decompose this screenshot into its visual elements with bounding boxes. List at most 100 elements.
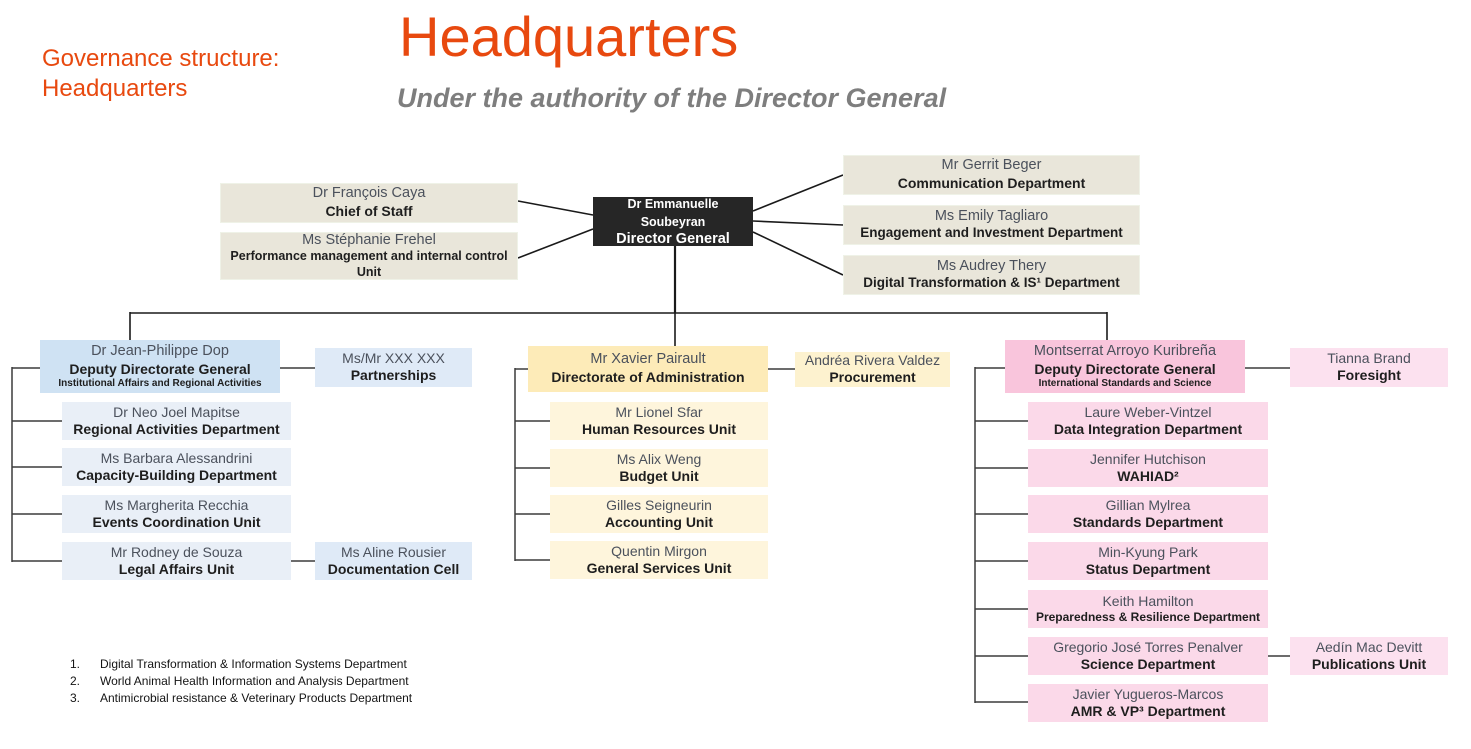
- person-role: Legal Affairs Unit: [118, 560, 235, 577]
- org-box-amr-vp: Javier Yugueros-Marcos AMR & VP³ Departm…: [1028, 684, 1268, 722]
- person-role: Documentation Cell: [327, 560, 460, 577]
- person-role: Regional Activities Department: [73, 420, 280, 437]
- org-box-regional-activities: Dr Neo Joel Mapitse Regional Activities …: [62, 402, 291, 440]
- footnote-number: 3.: [70, 691, 81, 705]
- person-role: Events Coordination Unit: [92, 513, 261, 530]
- person-name: Ms/Mr XXX XXX: [342, 350, 445, 367]
- org-box-science: Gregorio José Torres Penalver Science De…: [1028, 637, 1268, 675]
- page-eyebrow-line2: Headquarters: [42, 75, 188, 102]
- person-role: Accounting Unit: [604, 513, 714, 530]
- footnote-text: World Animal Health Information and Anal…: [100, 674, 409, 688]
- org-box-events-coordination: Ms Margherita Recchia Events Coordinatio…: [62, 495, 291, 533]
- org-box-ddg-institutional: Dr Jean-Philippe Dop Deputy Directorate …: [40, 340, 280, 393]
- org-box-legal-affairs: Mr Rodney de Souza Legal Affairs Unit: [62, 542, 291, 580]
- org-box-director-general: Dr Emmanuelle Soubeyran Director General: [593, 196, 753, 247]
- org-box-capacity-building: Ms Barbara Alessandrini Capacity-Buildin…: [62, 448, 291, 486]
- footnotes-list: 1. Digital Transformation & Information …: [70, 656, 412, 707]
- org-box-standards: Gillian Mylrea Standards Department: [1028, 495, 1268, 533]
- person-role: Status Department: [1085, 560, 1211, 577]
- person-name: Ms Barbara Alessandrini: [100, 449, 253, 466]
- org-box-documentation-cell: Ms Aline Rousier Documentation Cell: [315, 542, 472, 580]
- person-role: Performance management and internal cont…: [230, 249, 508, 279]
- person-role: Engagement and Investment Department: [860, 225, 1123, 241]
- person-name: Tianna Brand: [1327, 350, 1411, 367]
- org-box-general-services: Quentin Mirgon General Services Unit: [550, 541, 768, 579]
- footnote-text: Antimicrobial resistance & Veterinary Pr…: [100, 691, 413, 705]
- org-box-procurement: Andréa Rivera Valdez Procurement: [795, 352, 950, 387]
- person-role: Preparedness & Resilience Department: [1035, 610, 1261, 625]
- person-role: Publications Unit: [1311, 655, 1427, 672]
- person-role: Deputy Directorate General: [1034, 360, 1216, 377]
- person-name: Quentin Mirgon: [611, 542, 707, 559]
- person-name: Dr Emmanuelle Soubeyran: [627, 196, 719, 229]
- org-box-partnerships: Ms/Mr XXX XXX Partnerships: [315, 348, 472, 387]
- page-eyebrow: Governance structure: Headquarters: [42, 44, 279, 104]
- person-role: Budget Unit: [619, 467, 699, 484]
- person-name: Montserrat Arroyo Kuribreña: [1033, 343, 1217, 360]
- org-box-budget: Ms Alix Weng Budget Unit: [550, 449, 768, 487]
- footnote-number: 2.: [70, 674, 81, 688]
- person-role: Standards Department: [1072, 513, 1224, 530]
- person-name: Andréa Rivera Valdez: [804, 352, 941, 369]
- org-box-status: Min-Kyung Park Status Department: [1028, 542, 1268, 580]
- org-box-foresight: Tianna Brand Foresight: [1290, 348, 1448, 387]
- person-role: Capacity-Building Department: [76, 466, 277, 483]
- person-role: Chief of Staff: [325, 203, 413, 220]
- person-role: Digital Transformation & IS¹ Department: [863, 275, 1120, 291]
- page-subtitle: Under the authority of the Director Gene…: [397, 83, 947, 113]
- page-title: Headquarters: [399, 5, 739, 68]
- person-role: AMR & VP³ Department: [1070, 702, 1226, 719]
- person-name: Keith Hamilton: [1102, 592, 1194, 609]
- person-name: Javier Yugueros-Marcos: [1072, 685, 1224, 702]
- person-name: Dr Neo Joel Mapitse: [113, 403, 240, 420]
- person-role: WAHIAD²: [1117, 467, 1179, 484]
- person-role: Partnerships: [350, 367, 437, 384]
- person-name: Ms Emily Tagliaro: [934, 207, 1049, 224]
- footnote-item: 1. Digital Transformation & Information …: [70, 656, 412, 673]
- person-role: Data Integration Department: [1053, 420, 1243, 437]
- person-name: Ms Audrey Thery: [936, 257, 1047, 274]
- org-box-communication-dept: Mr Gerrit Beger Communication Department: [843, 155, 1140, 195]
- footnote-item: 3. Antimicrobial resistance & Veterinary…: [70, 690, 412, 707]
- footnote-number: 1.: [70, 657, 81, 671]
- person-name: Dr François Caya: [312, 185, 426, 202]
- org-box-performance-unit: Ms Stéphanie Frehel Performance manageme…: [220, 232, 518, 280]
- org-box-chief-of-staff: Dr François Caya Chief of Staff: [220, 183, 518, 223]
- person-name: Gregorio José Torres Penalver: [1053, 638, 1243, 655]
- org-box-ddg-standards: Montserrat Arroyo Kuribreña Deputy Direc…: [1005, 340, 1245, 393]
- page-eyebrow-line1: Governance structure:: [42, 45, 280, 72]
- person-role: Human Resources Unit: [581, 420, 737, 437]
- person-name: Ms Aline Rousier: [340, 543, 447, 560]
- footnote-item: 2. World Animal Health Information and A…: [70, 673, 412, 690]
- person-role: Deputy Directorate General: [69, 360, 251, 377]
- person-role: Procurement: [829, 369, 916, 386]
- person-name: Ms Stéphanie Frehel: [302, 231, 436, 248]
- person-name: Gillian Mylrea: [1105, 496, 1191, 513]
- person-role: Directorate of Administration: [551, 369, 745, 386]
- person-name: Mr Xavier Pairault: [590, 351, 706, 368]
- person-role: Communication Department: [897, 175, 1086, 192]
- org-box-engagement-dept: Ms Emily Tagliaro Engagement and Investm…: [843, 205, 1140, 245]
- person-role: Science Department: [1080, 655, 1216, 672]
- org-box-preparedness-resilience: Keith Hamilton Preparedness & Resilience…: [1028, 590, 1268, 628]
- person-name: Laure Weber-Vintzel: [1084, 403, 1212, 420]
- org-box-digital-transformation-dept: Ms Audrey Thery Digital Transformation &…: [843, 255, 1140, 295]
- person-name: Mr Rodney de Souza: [110, 543, 243, 560]
- person-name: Jennifer Hutchison: [1090, 450, 1206, 467]
- org-box-human-resources: Mr Lionel Sfar Human Resources Unit: [550, 402, 768, 440]
- person-name: Mr Gerrit Beger: [941, 157, 1042, 174]
- org-box-wahiad: Jennifer Hutchison WAHIAD²: [1028, 449, 1268, 487]
- org-box-administration: Mr Xavier Pairault Directorate of Admini…: [528, 346, 768, 392]
- org-box-accounting: Gilles Seigneurin Accounting Unit: [550, 495, 768, 533]
- person-role: Foresight: [1337, 367, 1401, 384]
- person-subrole: Institutional Affairs and Regional Activ…: [58, 378, 262, 390]
- person-name: Aedín Mac Devitt: [1315, 638, 1423, 655]
- person-role: General Services Unit: [586, 559, 732, 576]
- footnote-text: Digital Transformation & Information Sys…: [100, 657, 407, 671]
- person-name: Gilles Seigneurin: [606, 496, 712, 513]
- person-name: Ms Margherita Recchia: [104, 496, 249, 513]
- org-box-data-integration: Laure Weber-Vintzel Data Integration Dep…: [1028, 402, 1268, 440]
- person-role: Director General: [616, 230, 730, 247]
- person-name: Min-Kyung Park: [1098, 543, 1198, 560]
